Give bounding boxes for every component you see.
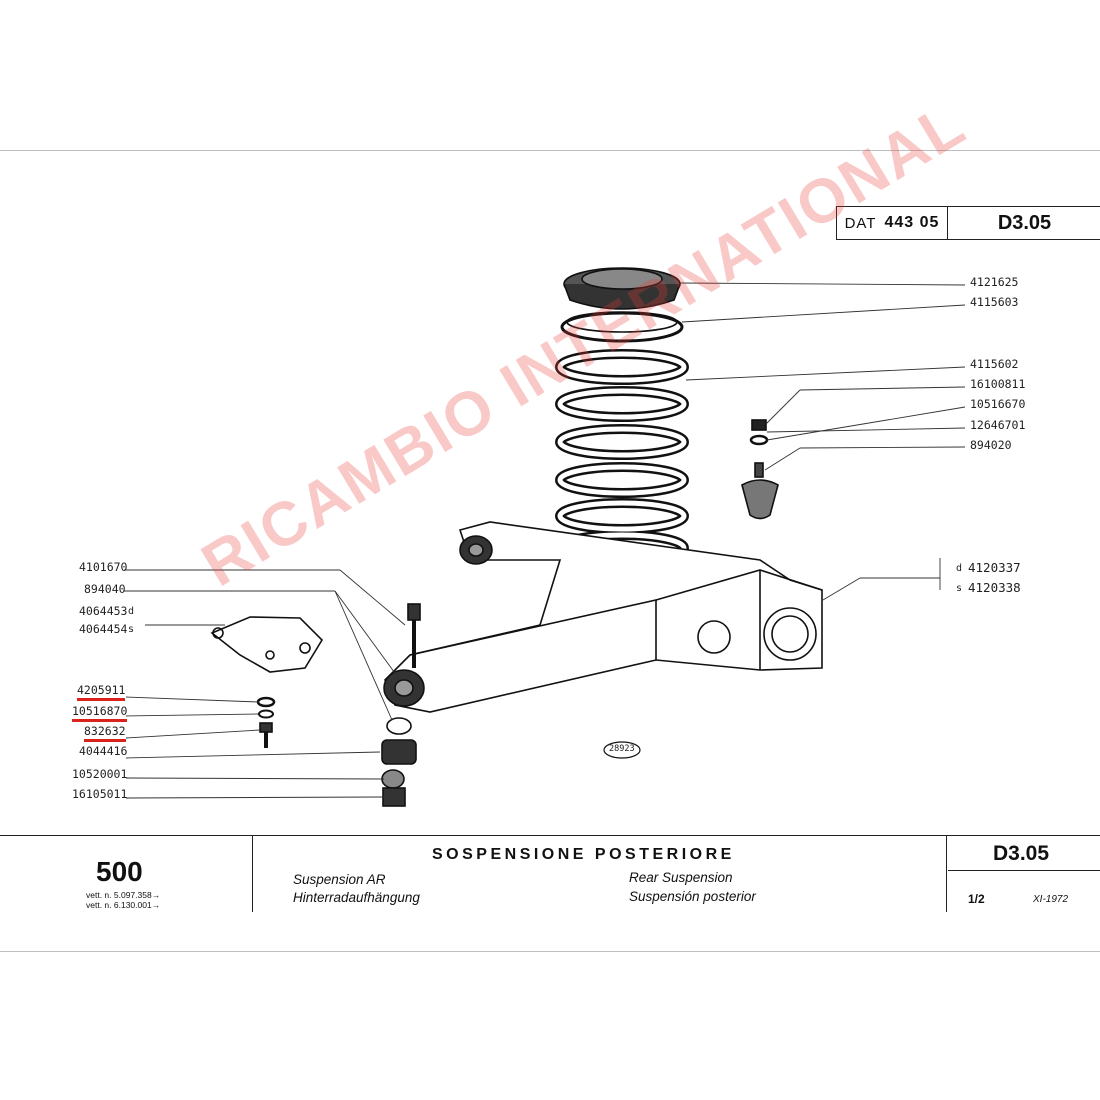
part-number-highlighted: 4205911: [77, 683, 126, 701]
part-number: 4101670: [79, 560, 128, 574]
part-number: 4115602: [970, 357, 1019, 371]
part-number: 12646701: [970, 418, 1026, 432]
page-title: SOSPENSIONE POSTERIORE: [432, 846, 735, 863]
dat-label: DAT 443 05: [837, 207, 948, 239]
part-number: 4120337: [968, 560, 1021, 575]
side-suffix: d: [128, 606, 135, 617]
part-number-highlighted: 832632: [84, 724, 126, 742]
footer-code: D3.05: [993, 842, 1050, 865]
header-code: D3.05: [997, 211, 1052, 234]
part-number: 4115603: [970, 295, 1019, 309]
part-number-highlighted: 10516870: [72, 704, 128, 722]
page-number: 1/2: [968, 892, 985, 906]
footer-code-divider: [948, 870, 1100, 871]
vehicle-serial-2: vett. n. 6.130.001→: [86, 900, 161, 910]
footer-divider: [0, 835, 1100, 836]
part-number: 894020: [970, 438, 1012, 452]
part-number: 16105011: [72, 787, 128, 801]
part-number: 10520001: [72, 767, 128, 781]
dat-text: DAT: [844, 214, 877, 232]
title-english: Rear Suspension: [629, 870, 733, 885]
title-spanish: Suspensión posterior: [629, 889, 756, 904]
part-number: 4121625: [970, 275, 1019, 289]
footer-divider-right: [946, 836, 947, 912]
side-suffix: s: [956, 583, 963, 594]
part-number: 4120338: [968, 580, 1021, 595]
dat-number: 443 05: [884, 214, 940, 231]
part-number: 4044416: [79, 744, 128, 758]
vehicle-serial-1: vett. n. 5.097.358→: [86, 890, 161, 900]
footer-divider-left: [252, 836, 253, 912]
title-french: Suspension AR: [293, 872, 386, 887]
side-suffix: d: [956, 563, 963, 574]
part-number: 4064453: [79, 604, 128, 618]
side-suffix: s: [128, 624, 135, 635]
part-number: 10516670: [970, 397, 1026, 411]
issue-date: XI-1972: [1033, 894, 1069, 905]
parts-sheet: [0, 150, 1100, 952]
drawing-reference: 28923: [609, 744, 635, 754]
part-number: 894040: [84, 582, 126, 596]
header-box: DAT 443 05 D3.05: [836, 206, 1100, 240]
title-german: Hinterradaufhängung: [293, 890, 420, 905]
part-number: 4064454: [79, 622, 128, 636]
part-number: 16100811: [970, 377, 1026, 391]
model-number: 500: [96, 856, 143, 887]
